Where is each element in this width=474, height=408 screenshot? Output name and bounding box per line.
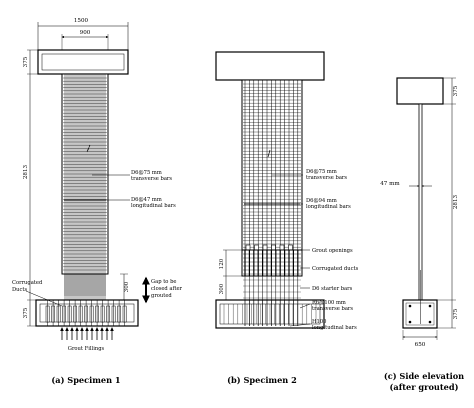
starter-bars: [243, 276, 301, 300]
corrugated-ducts-2: [243, 250, 301, 276]
dim-375-bottom-3: 375: [453, 308, 459, 319]
fill-arrow-head: [100, 327, 104, 331]
fill-arrow-head: [105, 327, 109, 331]
transverse-label-2a: D6@75 mm: [306, 168, 337, 175]
r6-label-2: transverse bars: [312, 306, 353, 312]
caption-specimen-2: (b) Specimen 2: [227, 375, 297, 385]
starter-bars-label: D6 starter bars: [312, 286, 353, 292]
corrugated-ducts: [45, 300, 127, 326]
dim-2813: 2813: [23, 164, 29, 179]
dim-300-2: 300: [219, 283, 225, 294]
dim-375-bottom: 375: [23, 307, 29, 318]
side-elevation: 375 2813 375 47 mm 650 (c) Side elevatio…: [380, 77, 464, 392]
fill-arrow-head: [80, 327, 84, 331]
grout-openings-label: Grout openings: [312, 248, 353, 254]
caption-side-elevation-2: (after grouted): [390, 382, 459, 392]
gap-label-2: closed after: [151, 286, 183, 292]
corrugated-ducts-label: Corrugated ducts: [312, 266, 359, 272]
dim-375-top-3: 375: [453, 85, 459, 96]
specimen-1: 1500 900 375 2813 375 300 Gap to be: [12, 18, 183, 385]
transverse-label-2: transverse bars: [131, 176, 172, 182]
ducts-label-2: Ducts: [12, 287, 27, 293]
dim-47mm: 47 mm: [380, 181, 400, 187]
h100-label-2: longitudinal bars: [312, 325, 357, 331]
longitudinal-bars: [64, 74, 106, 296]
specimen-2: 120 300 D6@75 mm transverse bars D6@94 m…: [215, 51, 359, 385]
gap-bars: [64, 274, 106, 300]
h100-label-1: H100: [312, 319, 326, 325]
grout-filling-arrows: [60, 327, 114, 340]
base-reinforcement: [223, 300, 317, 326]
transverse-label-1: D6@75 mm: [131, 169, 162, 176]
top-block-2: [215, 51, 325, 81]
transverse-bars: [63, 77, 107, 271]
fill-arrow-head: [60, 327, 64, 331]
dim-300-gap: 300: [124, 281, 130, 292]
top-block-3: [396, 77, 444, 105]
longitudinal-label-1: D6@47 mm: [131, 196, 162, 203]
fill-arrow-head: [90, 327, 94, 331]
column-body-2: [241, 79, 303, 251]
longitudinal-label-2b: longitudinal bars: [306, 204, 351, 210]
bottom-block-3: [402, 299, 438, 329]
longitudinal-label-2: longitudinal bars: [131, 203, 176, 209]
ducts-label-1: Corrugated: [12, 280, 43, 286]
dim-375-top: 375: [23, 56, 29, 67]
fill-arrow-head: [95, 327, 99, 331]
dim-1500: 1500: [74, 18, 89, 24]
gap-label-1: Gap to be: [151, 279, 176, 285]
fill-arrow-head: [110, 327, 114, 331]
caption-specimen-1: (a) Specimen 1: [51, 375, 120, 385]
caption-side-elevation-1: (c) Side elevation: [384, 371, 464, 381]
dim-900: 900: [80, 30, 91, 36]
gap-label-3: grouted: [151, 293, 172, 299]
r6-label-1: R6@100 mm: [312, 299, 346, 306]
fill-arrow-head: [75, 327, 79, 331]
dim-2813-3: 2813: [453, 194, 459, 209]
dim-650: 650: [415, 342, 426, 348]
longitudinal-label-2a: D6@94 mm: [306, 197, 337, 204]
dim-120: 120: [219, 258, 225, 269]
transverse-bars-2: [243, 83, 301, 248]
transverse-label-2b: transverse bars: [306, 175, 347, 181]
fill-arrow-head: [70, 327, 74, 331]
fill-arrow-head: [85, 327, 89, 331]
fill-arrow-head: [65, 327, 69, 331]
top-block: [37, 49, 129, 75]
grout-fillings-label: Grout Fillings: [68, 346, 105, 352]
